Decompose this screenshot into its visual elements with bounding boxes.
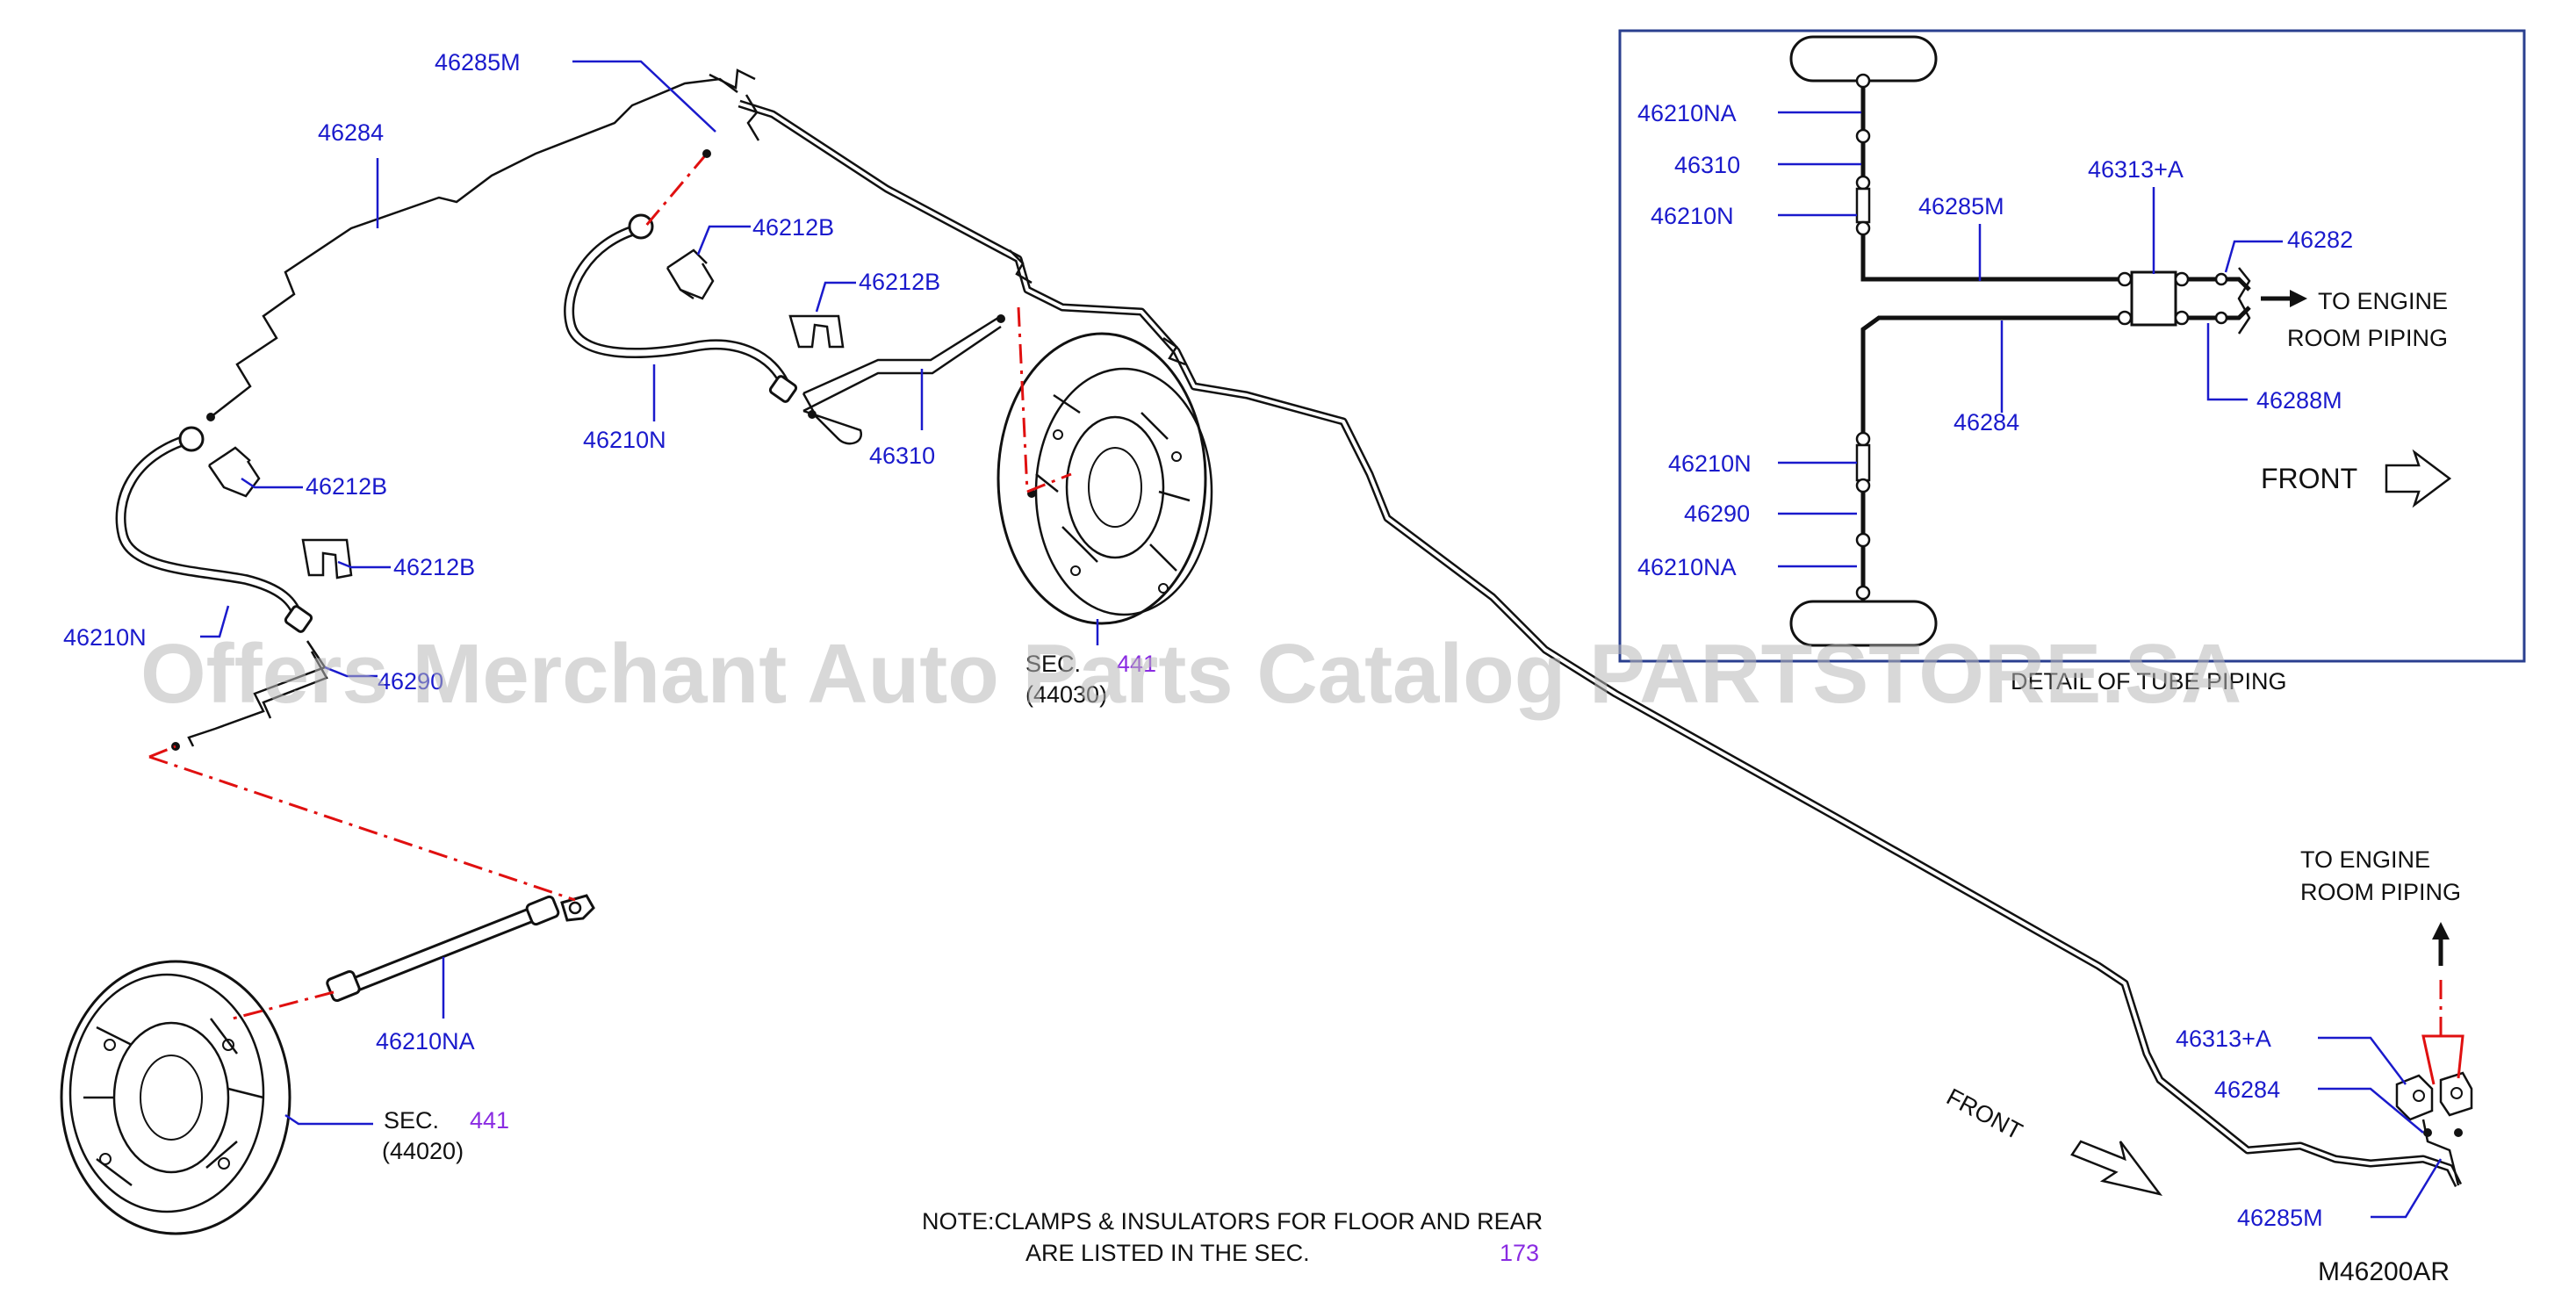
label-46212b-2: 46212B	[859, 269, 940, 295]
watermark: Offers Merchant Auto Parts Catalog PARTS…	[140, 627, 2241, 721]
label-46285m-top: 46285M	[435, 49, 521, 76]
clip-46212b-left-2	[301, 538, 353, 580]
clip-46212b-left-1	[207, 446, 261, 498]
detail-label-to-engine-2: ROOM PIPING	[2287, 325, 2448, 351]
main-brake-tube	[738, 94, 2463, 1188]
label-46212b-1: 46212B	[752, 214, 834, 241]
detail-label-to-engine-1: TO ENGINE	[2318, 288, 2448, 314]
tube-46284-upper	[206, 68, 756, 421]
label-sec-left: SEC.	[384, 1107, 439, 1134]
label-46212b-4: 46212B	[393, 554, 475, 580]
hose-46210n-mid	[564, 213, 798, 403]
detail-label-46288m: 46288M	[2256, 387, 2342, 414]
label-sec-mid-code: (44030)	[1025, 681, 1107, 708]
detail-label-46285m: 46285M	[1918, 193, 2004, 220]
detail-label-46210n-bottom: 46210N	[1668, 450, 1752, 477]
install-lines	[148, 149, 1072, 1020]
detail-of-tube-piping: 46210NA 46310 46210N 46285M 46313+A 4628…	[1618, 29, 2526, 695]
detail-label-46310: 46310	[1674, 152, 1740, 178]
label-46212b-3: 46212B	[306, 473, 387, 500]
tube-46310	[802, 314, 1005, 445]
label-46284-top: 46284	[318, 119, 384, 146]
part-labels: 46285M 46284 46212B 46212B 46210N 46310 …	[63, 49, 2461, 1286]
hose-46210n-left	[115, 426, 313, 633]
label-sec-mid-num[interactable]: 441	[1117, 651, 1156, 677]
label-46290: 46290	[378, 668, 443, 695]
label-front-lower: FRONT	[1942, 1083, 2026, 1145]
note-line-2: ARE LISTED IN THE SEC.	[1025, 1240, 1310, 1266]
label-46310: 46310	[869, 443, 935, 469]
label-sec-left-code: (44020)	[382, 1138, 464, 1164]
detail-label-46210na-top: 46210NA	[1637, 100, 1737, 126]
connector-46313a-lower	[2395, 922, 2473, 1186]
detail-title: DETAIL OF TUBE PIPING	[2011, 668, 2287, 695]
label-46210n-left: 46210N	[63, 624, 147, 651]
detail-label-46313a: 46313+A	[2088, 156, 2184, 183]
label-46210na: 46210NA	[376, 1028, 475, 1055]
label-46210n-mid: 46210N	[583, 427, 666, 453]
brake-assembly-44020	[60, 960, 291, 1235]
detail-label-46282: 46282	[2287, 227, 2353, 253]
label-sec-mid: SEC.	[1025, 651, 1081, 677]
detail-label-46290: 46290	[1684, 500, 1750, 527]
label-46285m-lower: 46285M	[2237, 1205, 2323, 1231]
detail-label-front: FRONT	[2261, 463, 2357, 494]
label-to-engine-lower-1: TO ENGINE	[2300, 846, 2430, 873]
label-sec-left-num[interactable]: 441	[470, 1107, 509, 1134]
clip-46212b-top	[666, 248, 715, 300]
label-46284-lower: 46284	[2214, 1076, 2280, 1103]
note-line-1: NOTE:CLAMPS & INSULATORS FOR FLOOR AND R…	[922, 1208, 1543, 1235]
detail-label-46210na-bottom: 46210NA	[1637, 554, 1737, 580]
label-46313a-lower: 46313+A	[2176, 1026, 2271, 1052]
detail-label-46284: 46284	[1954, 409, 2019, 436]
brake-assembly-44030	[997, 332, 1213, 625]
clip-46212b-mid	[788, 314, 845, 349]
front-arrow-lower	[2070, 1140, 2163, 1196]
diagram-code: M46200AR	[2318, 1257, 2450, 1286]
hose-46210na	[326, 894, 595, 1003]
detail-label-46210n-top: 46210N	[1651, 203, 1734, 229]
note-sec-link[interactable]: 173	[1500, 1240, 1539, 1266]
label-to-engine-lower-2: ROOM PIPING	[2300, 879, 2461, 905]
leader-lines	[200, 60, 2443, 1219]
